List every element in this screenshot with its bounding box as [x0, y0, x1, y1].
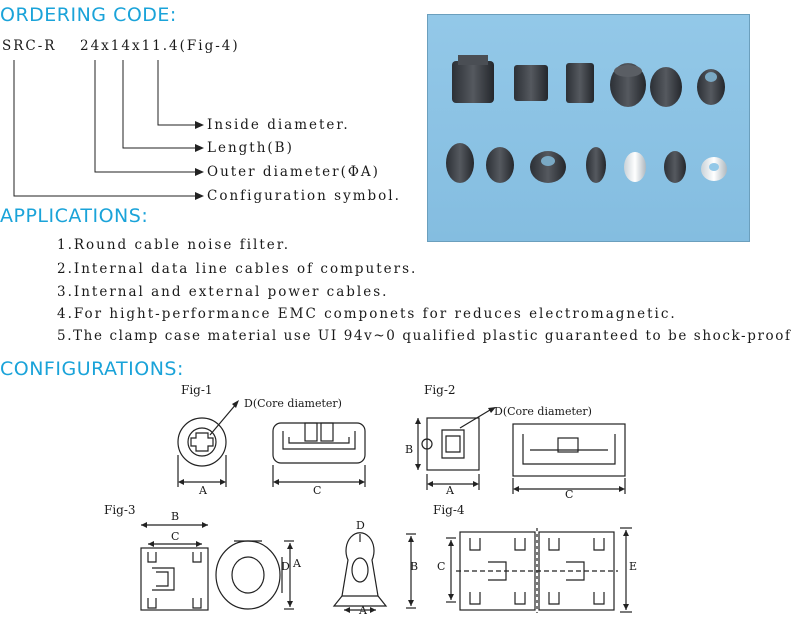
- application-item-4: 4.For hight-performance EMC componets fo…: [57, 306, 677, 322]
- fig3-drawing: [140, 522, 294, 611]
- fig4-dim-c: C: [437, 560, 446, 573]
- fig1-dim-a: A: [199, 484, 207, 497]
- fig2-drawing: [415, 407, 626, 494]
- fig2-core-diameter: D(Core diameter): [494, 405, 592, 418]
- legend-length: Length(B): [207, 140, 294, 156]
- fig4-dim-d: D: [356, 519, 365, 532]
- legend-outer-diameter: Outer diameter(ΦA): [207, 164, 380, 180]
- fig2-dim-b: B: [405, 443, 414, 456]
- fig4-drawing: [332, 527, 632, 613]
- fig1-dim-c: C: [313, 484, 322, 497]
- code-prefix: SRC-R: [2, 38, 57, 54]
- fig2-label: Fig-2: [424, 383, 456, 397]
- product-photo: [427, 14, 750, 242]
- fig3-dim-a: A: [293, 557, 301, 570]
- ferrite-cores-illustration: [446, 55, 727, 183]
- fig4-label: Fig-4: [433, 503, 465, 517]
- legend-configuration-symbol: Configuration symbol.: [207, 188, 401, 204]
- application-item-1: 1.Round cable noise filter.: [57, 237, 291, 253]
- code-value: 24x14x11.4(Fig-4): [80, 38, 240, 54]
- applications-heading: APPLICATIONS:: [0, 205, 149, 227]
- fig1-core-diameter: D(Core diameter): [244, 397, 342, 410]
- application-item-5: 5.The clamp case material use UI 94v~0 q…: [57, 328, 792, 344]
- application-item-3: 3.Internal and external power cables.: [57, 284, 389, 300]
- fig1-label: Fig-1: [181, 383, 213, 397]
- fig3-dim-c: C: [171, 530, 180, 543]
- ordering-heading: ORDERING CODE:: [0, 4, 177, 26]
- fig1-drawing: [177, 400, 366, 487]
- fig3-dim-d: D: [281, 560, 290, 573]
- fig3-label: Fig-3: [104, 503, 136, 517]
- ordering-arrows: [13, 60, 204, 200]
- application-item-2: 2.Internal data line cables of computers…: [57, 261, 418, 277]
- legend-inside-diameter: Inside diameter.: [207, 117, 350, 133]
- configurations-heading: CONFIGURATIONS:: [0, 358, 184, 380]
- fig4-dim-b: B: [410, 560, 419, 573]
- fig2-dim-a: A: [446, 484, 454, 497]
- fig4-dim-e: E: [629, 560, 638, 573]
- fig3-dim-b: B: [171, 510, 180, 523]
- fig2-dim-c: C: [565, 488, 574, 501]
